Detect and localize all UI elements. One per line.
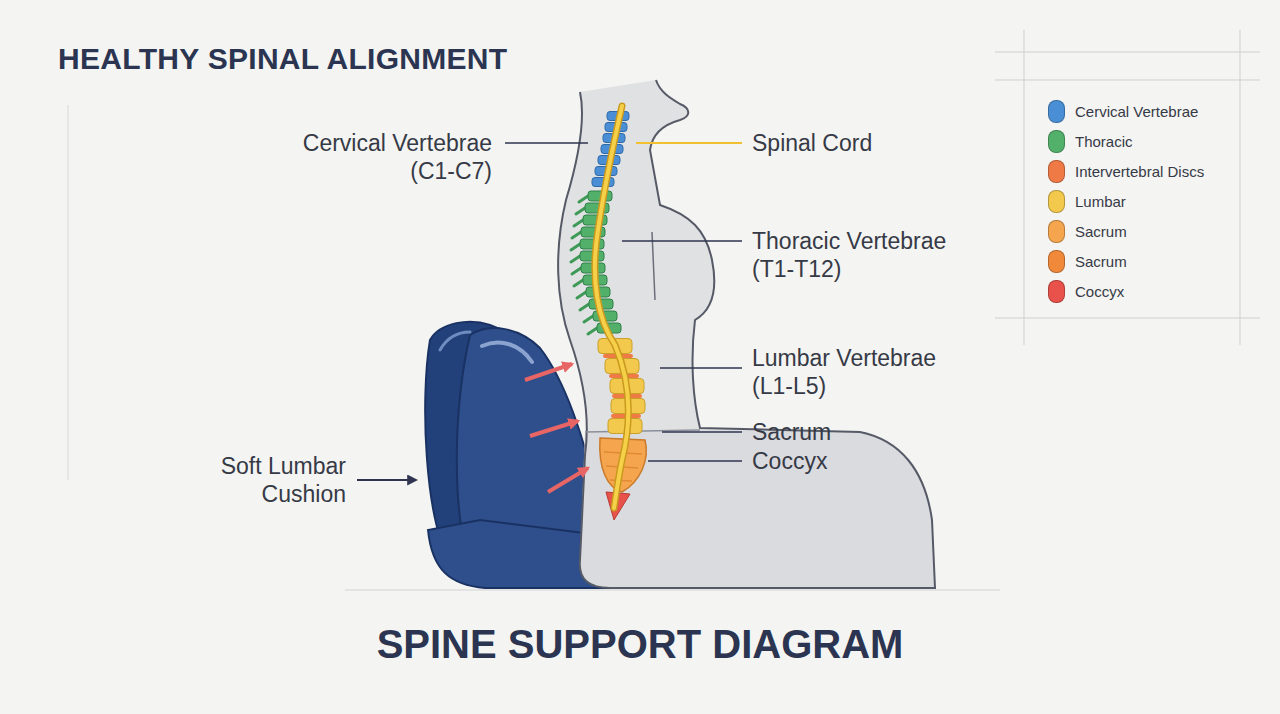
leader-line <box>505 142 588 144</box>
legend-grid <box>1240 30 1241 345</box>
process <box>571 256 580 262</box>
vertebra <box>580 239 604 249</box>
legend-text: Lumbar <box>1075 192 1126 212</box>
callout-label: Soft Lumbar Cushion <box>217 452 346 508</box>
legend-text: Intervertebral Discs <box>1075 162 1204 182</box>
legend-grid <box>995 80 1260 81</box>
frame-line <box>67 105 69 480</box>
diagram-title: HEALTHY SPINAL ALIGNMENT <box>58 42 507 76</box>
process <box>574 280 583 286</box>
process <box>577 292 586 298</box>
process <box>576 208 585 214</box>
legend-swatch <box>1048 160 1065 183</box>
legend-text: Sacrum <box>1075 252 1127 272</box>
legend-swatch <box>1048 100 1065 123</box>
legend-text: Sacrum <box>1075 222 1127 242</box>
callout-label: Coccyx <box>752 447 827 475</box>
legend-grid <box>995 52 1260 53</box>
legend-swatch <box>1048 250 1065 273</box>
diagram-caption: SPINE SUPPORT DIAGRAM <box>0 622 1280 667</box>
legend-grid <box>995 318 1260 319</box>
support-arrow <box>530 421 578 436</box>
callout-label: Lumbar Vertebrae (L1-L5) <box>752 344 940 400</box>
leader-line <box>662 431 742 433</box>
legend-swatch <box>1048 280 1065 303</box>
cushion-highlight <box>482 343 532 362</box>
callout-label: Sacrum <box>752 418 831 446</box>
cushion-highlight <box>440 332 470 350</box>
callout-label: Cervical Vertebrae (C1-C7) <box>299 129 492 185</box>
legend-text: Cervical Vertebrae <box>1075 102 1198 122</box>
leader-line <box>636 142 742 144</box>
leader-arrow <box>357 479 416 481</box>
spinal-cord-outline <box>595 106 628 508</box>
process <box>588 328 597 334</box>
process <box>572 268 581 274</box>
floor-line <box>345 589 1000 591</box>
legend-text: Thoracic <box>1075 132 1133 152</box>
process <box>572 232 581 238</box>
legend-swatch <box>1048 130 1065 153</box>
leader-line <box>622 240 742 242</box>
callout-label: Spinal Cord <box>752 129 872 157</box>
process <box>584 316 593 322</box>
process <box>571 244 580 250</box>
process <box>580 304 589 310</box>
process <box>574 220 583 226</box>
spinal-cord <box>595 106 628 508</box>
leader-line <box>648 460 742 462</box>
body-outline <box>558 80 935 588</box>
leader-line <box>660 367 742 369</box>
support-arrow <box>548 468 588 492</box>
callout-label: Thoracic Vertebrae (T1-T12) <box>752 227 950 283</box>
legend-swatch <box>1048 190 1065 213</box>
legend-grid <box>1024 30 1025 345</box>
process <box>579 196 588 202</box>
support-arrow <box>525 364 572 380</box>
legend-swatch <box>1048 220 1065 243</box>
legend-text: Coccyx <box>1075 282 1124 302</box>
arm-line <box>652 232 655 300</box>
